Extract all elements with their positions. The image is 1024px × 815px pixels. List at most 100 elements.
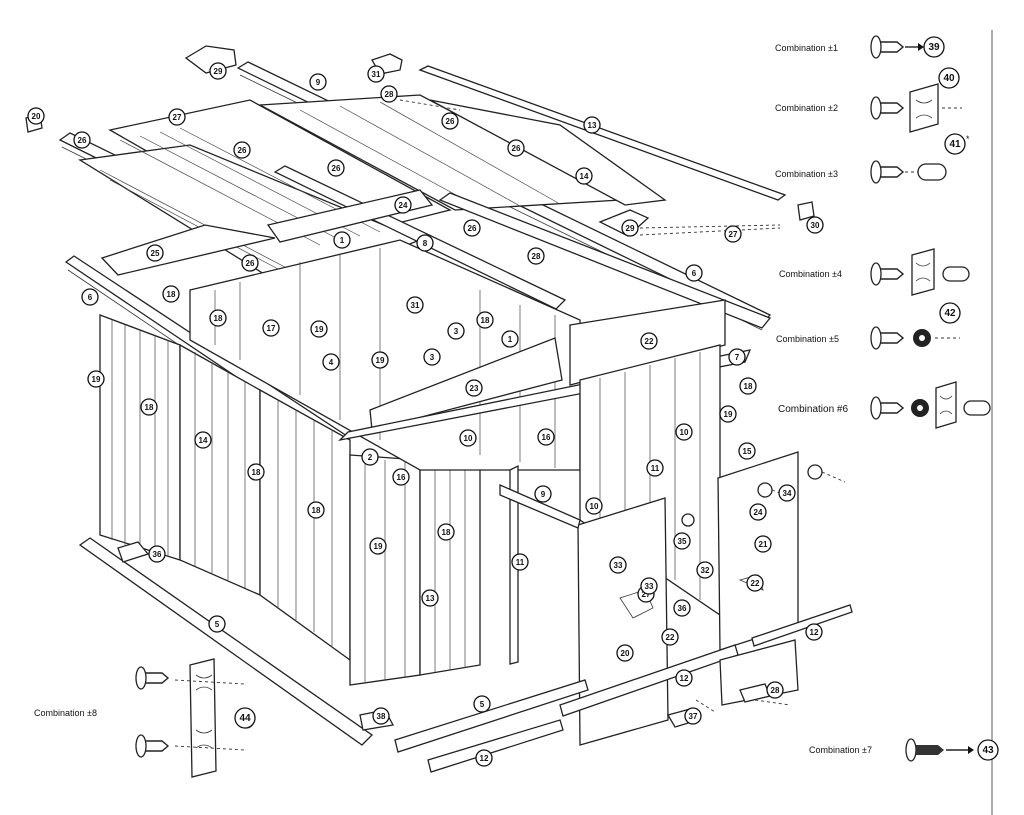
combination-label: Combination ±5 [776, 334, 839, 344]
asterisk-note: * [966, 134, 970, 144]
combination-2: Combination ±2 [775, 83, 962, 133]
part-callout: 16 [392, 468, 410, 486]
part-number: 28 [385, 90, 394, 99]
combination-label: Combination ±3 [775, 169, 838, 179]
part-number: 21 [759, 540, 768, 549]
part-callout: 29 [621, 219, 639, 237]
part-number: 22 [666, 633, 675, 642]
part-callout: 36 [148, 545, 166, 563]
part-callout: 19 [310, 320, 328, 338]
part-number: 25 [151, 249, 160, 258]
part-callout: 37 [684, 707, 702, 725]
part-number: 10 [680, 428, 689, 437]
part-callout: 5 [208, 615, 226, 633]
part-callout: 33 [640, 577, 658, 595]
part-number: 6 [692, 269, 697, 278]
part-callout: 31 [367, 65, 385, 83]
part-callout: 23 [465, 379, 483, 397]
combination-label: Combination ±4 [779, 269, 842, 279]
part-callout: 10 [585, 497, 603, 515]
part-callout: 24 [749, 503, 767, 521]
part-number: 30 [811, 221, 820, 230]
part-callout: 20 [616, 644, 634, 662]
combination-8: Combination ±8 [34, 658, 246, 778]
combination-3: Combination ±3 [775, 160, 947, 184]
part-number: 23 [470, 384, 479, 393]
part-callout: 27 [724, 225, 742, 243]
part-number: 2 [368, 453, 373, 462]
part-callout: 18 [739, 377, 757, 395]
part-number: 19 [374, 542, 383, 551]
part-callout: 24 [394, 196, 412, 214]
part-number: 24 [399, 201, 408, 210]
part-callout: 3 [447, 322, 465, 340]
part-callout: 9 [309, 73, 327, 91]
part-number: 18 [252, 468, 261, 477]
part-number: 35 [678, 537, 687, 546]
part-number: 28 [771, 686, 780, 695]
part-number: 28 [532, 252, 541, 261]
combination-4: Combination ±4 [779, 248, 970, 296]
part-number: 26 [246, 259, 255, 268]
part-callout: 2 [361, 448, 379, 466]
part-number: 31 [372, 70, 381, 79]
part-callout: 16 [537, 428, 555, 446]
part-callout: 6 [81, 288, 99, 306]
part-number: 31 [411, 301, 420, 310]
part-number: 43 [982, 745, 994, 756]
part-callout: 18 [476, 311, 494, 329]
part-number: 22 [645, 337, 654, 346]
part-callout: 21 [754, 535, 772, 553]
part-number: 10 [590, 502, 599, 511]
part-callout: 26 [327, 159, 345, 177]
part-number: 33 [614, 561, 623, 570]
part-callout: 28 [766, 681, 784, 699]
part-callout: 5 [473, 695, 491, 713]
part-number: 27 [729, 230, 738, 239]
part-callout: 30 [806, 216, 824, 234]
part-callout: 11 [646, 459, 664, 477]
part-number: 14 [580, 172, 589, 181]
part-number: 26 [512, 144, 521, 153]
assembly-guides [399, 99, 846, 713]
part-callout: 3 [423, 348, 441, 366]
part-number: 37 [689, 712, 698, 721]
part-number: 18 [312, 506, 321, 515]
part-number: 15 [743, 447, 752, 456]
part-number: 26 [78, 136, 87, 145]
part-number: 19 [92, 375, 101, 384]
part-number: 7 [735, 353, 740, 362]
part-callout: 20 [27, 107, 45, 125]
part-callout: 15 [738, 442, 756, 460]
part-number: 16 [397, 473, 406, 482]
part-callout: 19 [369, 537, 387, 555]
part-number: 18 [167, 290, 176, 299]
part-callout: 26 [441, 112, 459, 130]
part-number: 3 [454, 327, 459, 336]
part-number: 3 [430, 353, 435, 362]
part-number: 1 [340, 236, 345, 245]
part-number: 10 [464, 434, 473, 443]
part-number: 22 [751, 579, 760, 588]
part-callout: 14 [194, 431, 212, 449]
part-callout: 13 [421, 589, 439, 607]
part-number: 12 [680, 674, 689, 683]
combination-5: Combination ±5 [776, 326, 960, 350]
combination-part-callout: 44 [234, 707, 256, 729]
part-callout: 31 [406, 296, 424, 314]
part-number: 1 [508, 335, 513, 344]
part-callout: 26 [463, 219, 481, 237]
part-callout: 36 [673, 599, 691, 617]
part-number: 11 [516, 558, 525, 567]
part-callout: 25 [146, 244, 164, 262]
part-number: 20 [32, 112, 41, 121]
part-callout: 19 [87, 370, 105, 388]
combination-7: Combination ±7 [809, 738, 974, 762]
part-number: 17 [267, 324, 276, 333]
part-callout: 18 [437, 523, 455, 541]
part-number: 5 [480, 700, 485, 709]
part-number: 26 [332, 164, 341, 173]
part-number: 4 [329, 358, 334, 367]
part-number: 33 [645, 582, 654, 591]
